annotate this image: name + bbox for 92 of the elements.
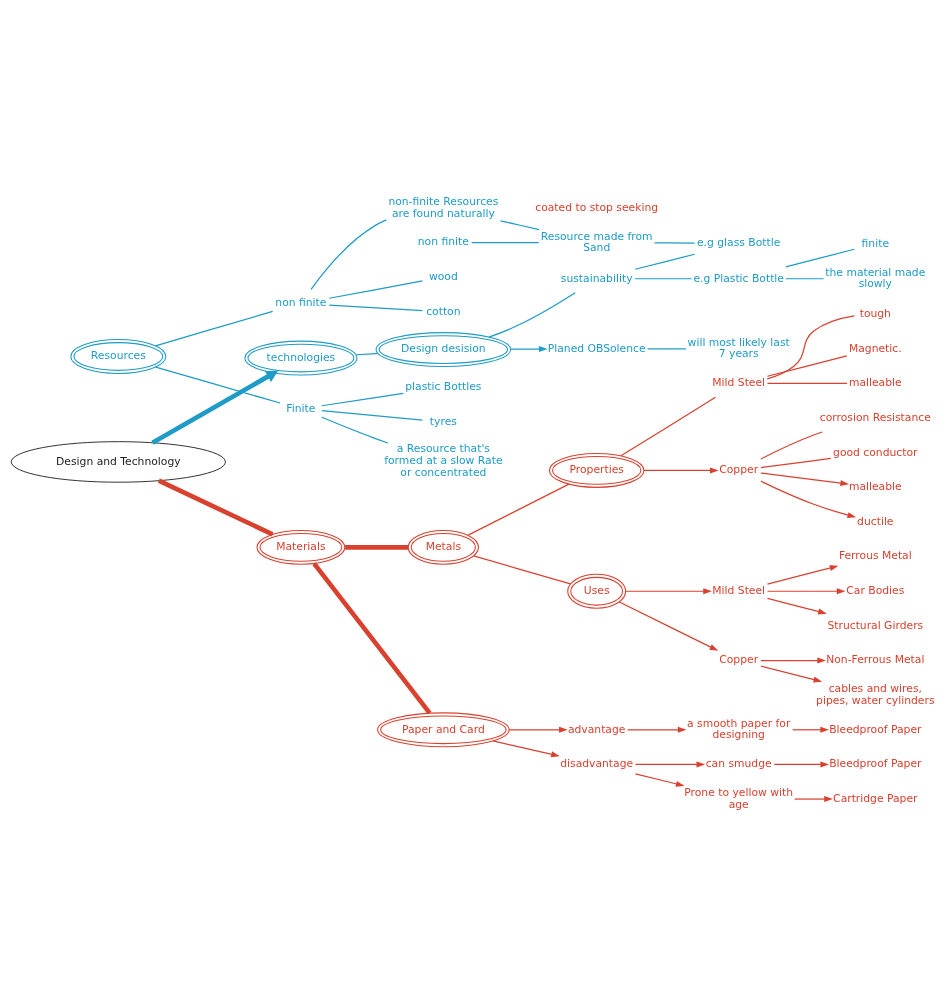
node-text: disadvantage [560,756,634,770]
node-text: wood [428,269,458,283]
node-text: good conductor [833,445,918,459]
node-text: a Resource that's formed at a slow Rate or concentrated [384,441,503,479]
node-text: non-finite Resources are found naturally [388,194,499,220]
node-text: non finite [417,234,469,248]
node-text: finite [861,236,890,250]
node-text: malleable [848,479,902,493]
node-text: Copper [719,652,759,666]
node-text: Car Bodies [846,583,905,597]
arrow [492,739,560,757]
connector [321,409,424,421]
node-text: Magnetic. [848,341,902,355]
connector [766,382,848,384]
arrow [626,726,687,733]
connector [155,365,281,404]
node-text: Copper [719,462,759,476]
label: coated to stop seeking [535,200,659,214]
node-text: Planed OBSolence [547,341,646,355]
connector [328,279,424,299]
arrow [634,772,685,787]
arrow [625,587,712,594]
node-text: tough [859,306,891,320]
node-text: ductile [857,514,894,528]
connector [321,392,404,406]
arrow [760,471,849,486]
connector [760,457,832,468]
connector [467,483,570,536]
arrow [794,795,833,802]
node-text: the material made slowly [825,265,926,290]
node-text: malleable [848,375,902,389]
connector [321,416,389,444]
arrow [766,587,846,594]
arrow [634,760,706,767]
node-text: Resource made from Sand [540,229,653,254]
node-text: sustainability [560,271,633,285]
connector [766,354,848,377]
arrow [760,657,826,664]
arrow [618,600,719,651]
node-text: can smudge [705,756,772,770]
node-text: Prone to yellow with age [684,785,794,811]
connector [620,396,717,456]
connector [312,561,432,715]
node-text: cotton [426,304,461,318]
node-text: Mild Steel [712,583,766,597]
connector [328,303,424,311]
connector [653,241,696,244]
connector [157,478,274,536]
connector [355,352,379,355]
arrow [643,466,719,473]
node-text: Cartridge Paper [833,791,918,805]
node-text: Bleedproof Paper [829,756,922,770]
arrow [792,726,829,733]
arrow [509,345,548,352]
connector [760,430,823,460]
arrow [766,597,827,614]
connector [785,248,855,267]
connector [499,219,540,230]
node-text: Mild Steel [712,375,766,389]
node-text: e.g glass Bottle [696,235,781,249]
arrow [766,564,839,585]
connector [646,347,687,349]
node-text: Bleedproof Paper [829,722,922,736]
connector [471,241,540,243]
connector [488,291,576,338]
arrow [760,480,857,518]
node-text: tyres [429,414,457,428]
node-text: a smooth paper for designing [687,716,791,741]
node-text: Structural Girders [827,618,924,632]
connector [154,310,274,346]
connector [473,554,571,584]
connector [345,544,409,550]
node-text: will most likely last 7 years [687,335,790,360]
node-text: advantage [567,722,626,736]
arrow [760,664,823,682]
node-text: non finite [275,295,327,309]
node-text: Finite [286,401,316,415]
node-text: e.g Plastic Bottle [693,271,784,285]
node-text: plastic Bottles [405,379,482,393]
connector [634,253,696,270]
connector [634,277,693,279]
node-text: Non-Ferrous Metal [826,652,925,666]
arrow [773,760,829,767]
connector [310,218,387,290]
arrow [508,726,568,733]
arrow [151,370,279,445]
connector [766,314,856,379]
connector [785,277,825,279]
node-text: corrosion Resistance [819,410,931,424]
node-ellipse: Design and Technology [10,440,226,483]
node-text: Ferrous Metal [838,548,912,562]
node-text: cables and wires, pipes, water cylinders [816,681,935,707]
